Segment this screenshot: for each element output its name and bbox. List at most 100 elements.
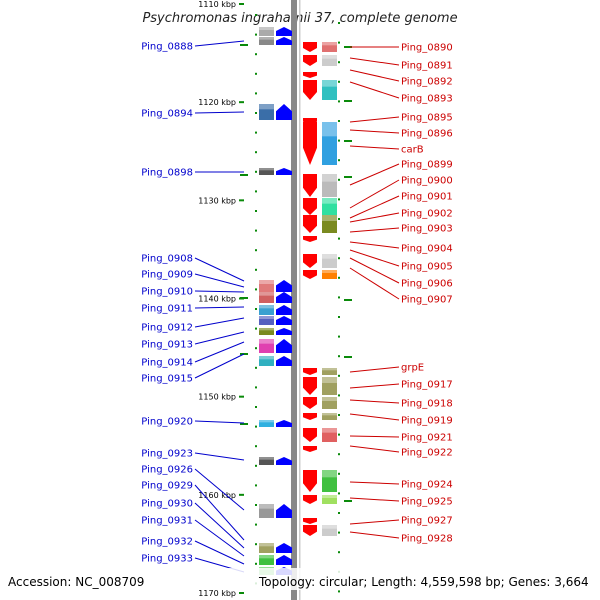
scale-dash [344,500,352,502]
gene-label-left[interactable]: Ping_0912 [141,323,193,334]
gene-box [259,27,274,36]
gene-arrow [303,470,317,492]
scale-dot [338,335,340,338]
gene-label-right[interactable]: Ping_0891 [401,61,453,72]
gene-label-right[interactable]: Ping_0901 [401,192,453,203]
gene-box [259,504,274,518]
gene-label-left[interactable]: Ping_0930 [141,499,193,510]
gene-label-left[interactable]: Ping_0894 [141,109,193,120]
gene-label-right[interactable]: Ping_0903 [401,224,453,235]
scale-dot [338,433,340,436]
gene-label-right[interactable]: grpE [401,363,424,374]
gene-label-right[interactable]: Ping_0900 [401,176,453,187]
gene-label-right[interactable]: Ping_0905 [401,262,453,273]
gene-label-right[interactable]: Ping_0902 [401,209,453,220]
gene-label-left[interactable]: Ping_0915 [141,374,193,385]
gene-label-right[interactable]: Ping_0892 [401,77,453,88]
gene-box-highlight [322,80,337,87]
scale-dash [240,297,248,299]
gene-box [322,42,337,52]
gene-label-right[interactable]: Ping_0896 [401,129,453,140]
leader-line [194,111,245,114]
gene-label-left[interactable]: Ping_0923 [141,449,193,460]
scale-dot [255,190,257,193]
scale-dot [338,512,340,514]
gene-arrow [303,525,317,536]
gene-box-highlight [322,495,337,498]
gene-box-highlight [259,280,274,284]
gene-box [322,270,337,279]
scale-dot [255,92,257,95]
gene-label-left[interactable]: Ping_0914 [141,358,193,369]
gene-arrow [303,518,317,524]
gene-label-left[interactable]: Ping_0888 [141,42,193,53]
gene-label-left[interactable]: Ping_0920 [141,417,193,428]
gene-arrow [303,428,317,442]
gene-label-right[interactable]: Ping_0895 [401,113,453,124]
gene-label-right[interactable]: Ping_0906 [401,279,453,290]
gene-label-left[interactable]: Ping_0926 [141,465,193,476]
gene-label-left[interactable]: Ping_0931 [141,516,193,527]
gene-box [322,397,337,409]
gene-label-right[interactable]: Ping_0924 [401,480,453,491]
leader-line [349,445,400,453]
gene-box-highlight [259,27,274,30]
gene-label-left[interactable]: Ping_0911 [141,304,193,315]
scale-dot [338,257,340,260]
gene-label-right[interactable]: Ping_0917 [401,380,453,391]
kbp-tick-label: 1120 kbp [198,98,236,107]
footer-band [0,568,600,590]
gene-label-right[interactable]: Ping_0922 [401,448,453,459]
gene-box [259,104,274,120]
gene-label-left[interactable]: Ping_0913 [141,340,193,351]
gene-label-left[interactable]: Ping_0909 [141,270,193,281]
gene-label-right[interactable]: Ping_0918 [401,399,453,410]
gene-box-highlight [259,104,274,110]
gene-arrow [303,55,317,66]
leader-line [194,341,245,363]
gene-label-right[interactable]: carB [401,145,424,156]
scale-dot [255,464,257,467]
scale-dot [255,72,257,75]
gene-label-right[interactable]: Ping_0907 [401,295,453,306]
gene-label-left[interactable]: Ping_0932 [141,537,193,548]
gene-box [259,37,274,45]
genome-backbone-shadow [299,0,301,600]
gene-label-right[interactable]: Ping_0904 [401,244,453,255]
gene-label-right[interactable]: Ping_0925 [401,497,453,508]
kbp-tick-label: 1160 kbp [198,491,236,500]
gene-label-left[interactable]: Ping_0929 [141,481,193,492]
gene-arrow [276,316,292,325]
scale-dot [338,139,340,142]
leader-line [349,257,400,284]
scale-dash [344,100,352,102]
gene-box-highlight [259,555,274,559]
gene-label-right[interactable]: Ping_0921 [401,433,453,444]
scale-dot [338,316,340,318]
gene-arrow [303,198,317,215]
gene-label-left[interactable]: Ping_0933 [141,554,193,565]
right-gene-labels: Ping_0890Ping_0891Ping_0892Ping_0893Ping… [401,43,453,545]
leader-line [194,306,245,309]
gene-label-right[interactable]: Ping_0899 [401,160,453,171]
scale-dot [255,386,257,389]
scale-dot [255,268,257,271]
gene-label-left[interactable]: Ping_0910 [141,287,193,298]
leader-line [349,145,400,150]
gene-label-left[interactable]: Ping_0898 [141,168,193,179]
leader-line [349,129,400,134]
gene-label-right[interactable]: Ping_0927 [401,516,453,527]
gene-box [322,215,337,233]
gene-label-right[interactable]: Ping_0893 [401,94,453,105]
gene-label-right[interactable]: Ping_0928 [401,534,453,545]
leader-line [349,519,400,525]
gene-label-left[interactable]: Ping_0908 [141,254,193,265]
gene-label-right[interactable]: Ping_0890 [401,43,453,54]
gene-box-highlight [322,413,337,416]
scale-dot [338,492,340,495]
kbp-tick-mark [239,199,244,202]
gene-label-right[interactable]: Ping_0919 [401,416,453,427]
label-leaders [194,40,400,573]
